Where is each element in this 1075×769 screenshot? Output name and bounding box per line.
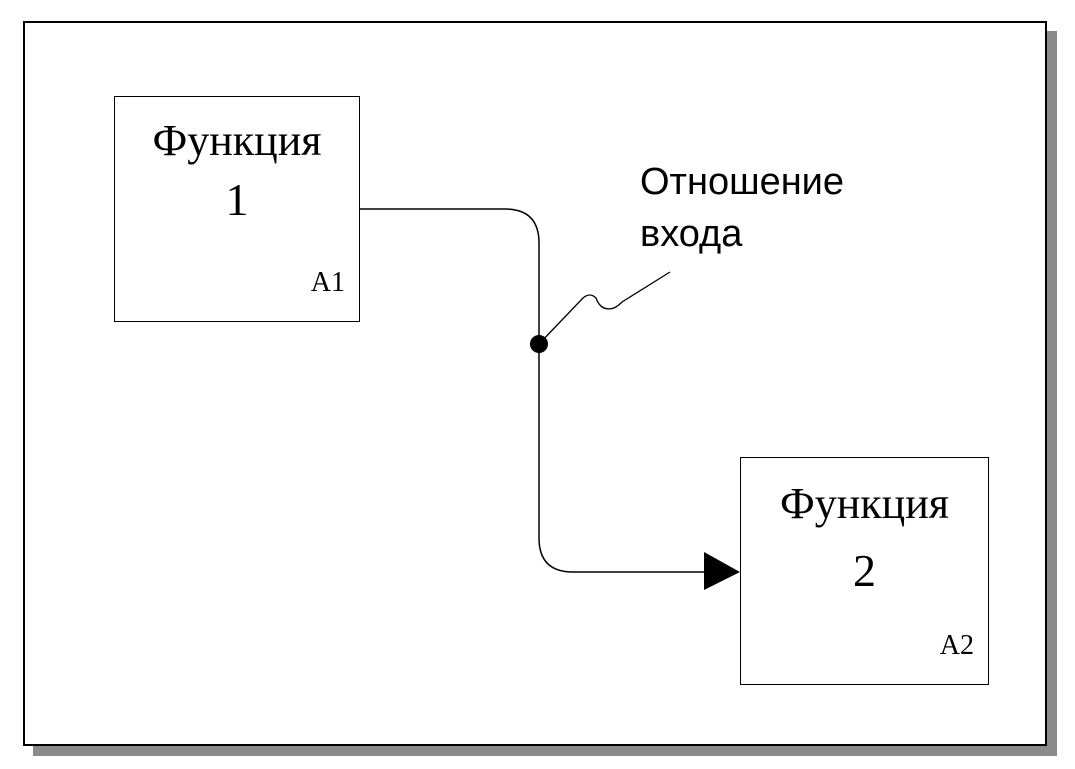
function-title: Функция <box>779 479 950 528</box>
function-number: 2 <box>853 545 876 596</box>
relation-label: Отношение входа <box>640 156 844 260</box>
relation-label-line2: входа <box>640 213 743 255</box>
function-code: A1 <box>310 267 345 298</box>
function-number: 1 <box>225 174 249 225</box>
arrowhead <box>704 552 740 590</box>
connector-arrow-path <box>358 208 705 573</box>
squiggle-leader <box>538 271 671 345</box>
function-code: A2 <box>939 630 974 661</box>
function-title: Функция <box>152 116 322 165</box>
function-box-2: Функция 2 A2 <box>740 457 989 685</box>
function-box-1: Функция 1 A1 <box>114 96 360 322</box>
relation-label-line1: Отношение <box>640 161 845 203</box>
